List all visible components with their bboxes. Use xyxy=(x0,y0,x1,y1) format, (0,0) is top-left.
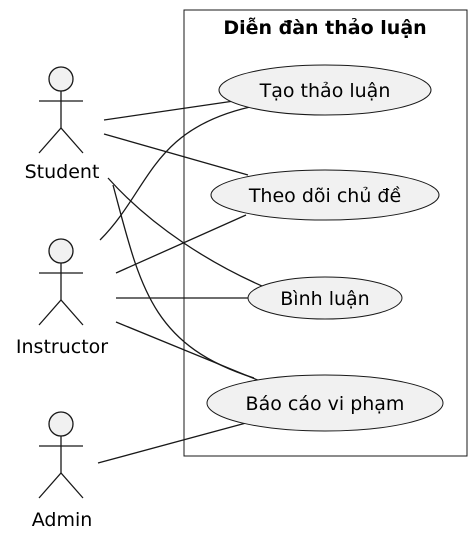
actor-student-legs xyxy=(38,127,84,154)
actor-admin-head xyxy=(48,411,74,437)
usecase-create-ellipse[interactable] xyxy=(218,64,432,116)
association-instructor-report[interactable] xyxy=(115,321,261,382)
actor-student[interactable]: Student xyxy=(25,66,100,183)
actor-admin-legs xyxy=(38,472,84,499)
actor-instructor[interactable]: Instructor xyxy=(16,238,108,358)
usecase-comment-label: Bình luận xyxy=(280,288,369,310)
association-student-create[interactable] xyxy=(103,100,235,121)
usecase-create-label: Tạo thảo luận xyxy=(259,80,391,102)
usecase-comment-ellipse[interactable] xyxy=(247,276,403,320)
association-instructor-follow[interactable] xyxy=(115,214,247,274)
association-instructor-create[interactable] xyxy=(99,106,251,241)
system-boundary-title: Diễn đàn thảo luận xyxy=(223,15,426,39)
usecase-report-ellipse[interactable] xyxy=(206,374,444,432)
actor-admin-label: Admin xyxy=(32,509,93,531)
usecase-follow-label: Theo dõi chủ đề xyxy=(248,185,401,207)
actor-admin[interactable]: Admin xyxy=(32,411,93,531)
actor-instructor-label: Instructor xyxy=(16,336,108,358)
usecase-follow[interactable]: Theo dõi chủ đề xyxy=(210,169,440,221)
usecase-create[interactable]: Tạo thảo luận xyxy=(218,64,432,116)
actor-instructor-legs xyxy=(38,299,84,326)
usecase-report-label: Báo cáo vi phạm xyxy=(246,393,405,415)
actor-instructor-head xyxy=(48,238,74,264)
usecase-follow-ellipse[interactable] xyxy=(210,169,440,221)
association-student-follow[interactable] xyxy=(103,133,249,176)
actor-student-label: Student xyxy=(25,161,100,183)
association-admin-report[interactable] xyxy=(97,422,247,464)
usecase-report[interactable]: Báo cáo vi phạm xyxy=(206,374,444,432)
usecase-comment[interactable]: Bình luận xyxy=(247,276,403,320)
associations xyxy=(97,100,277,464)
actor-student-head xyxy=(48,66,74,92)
